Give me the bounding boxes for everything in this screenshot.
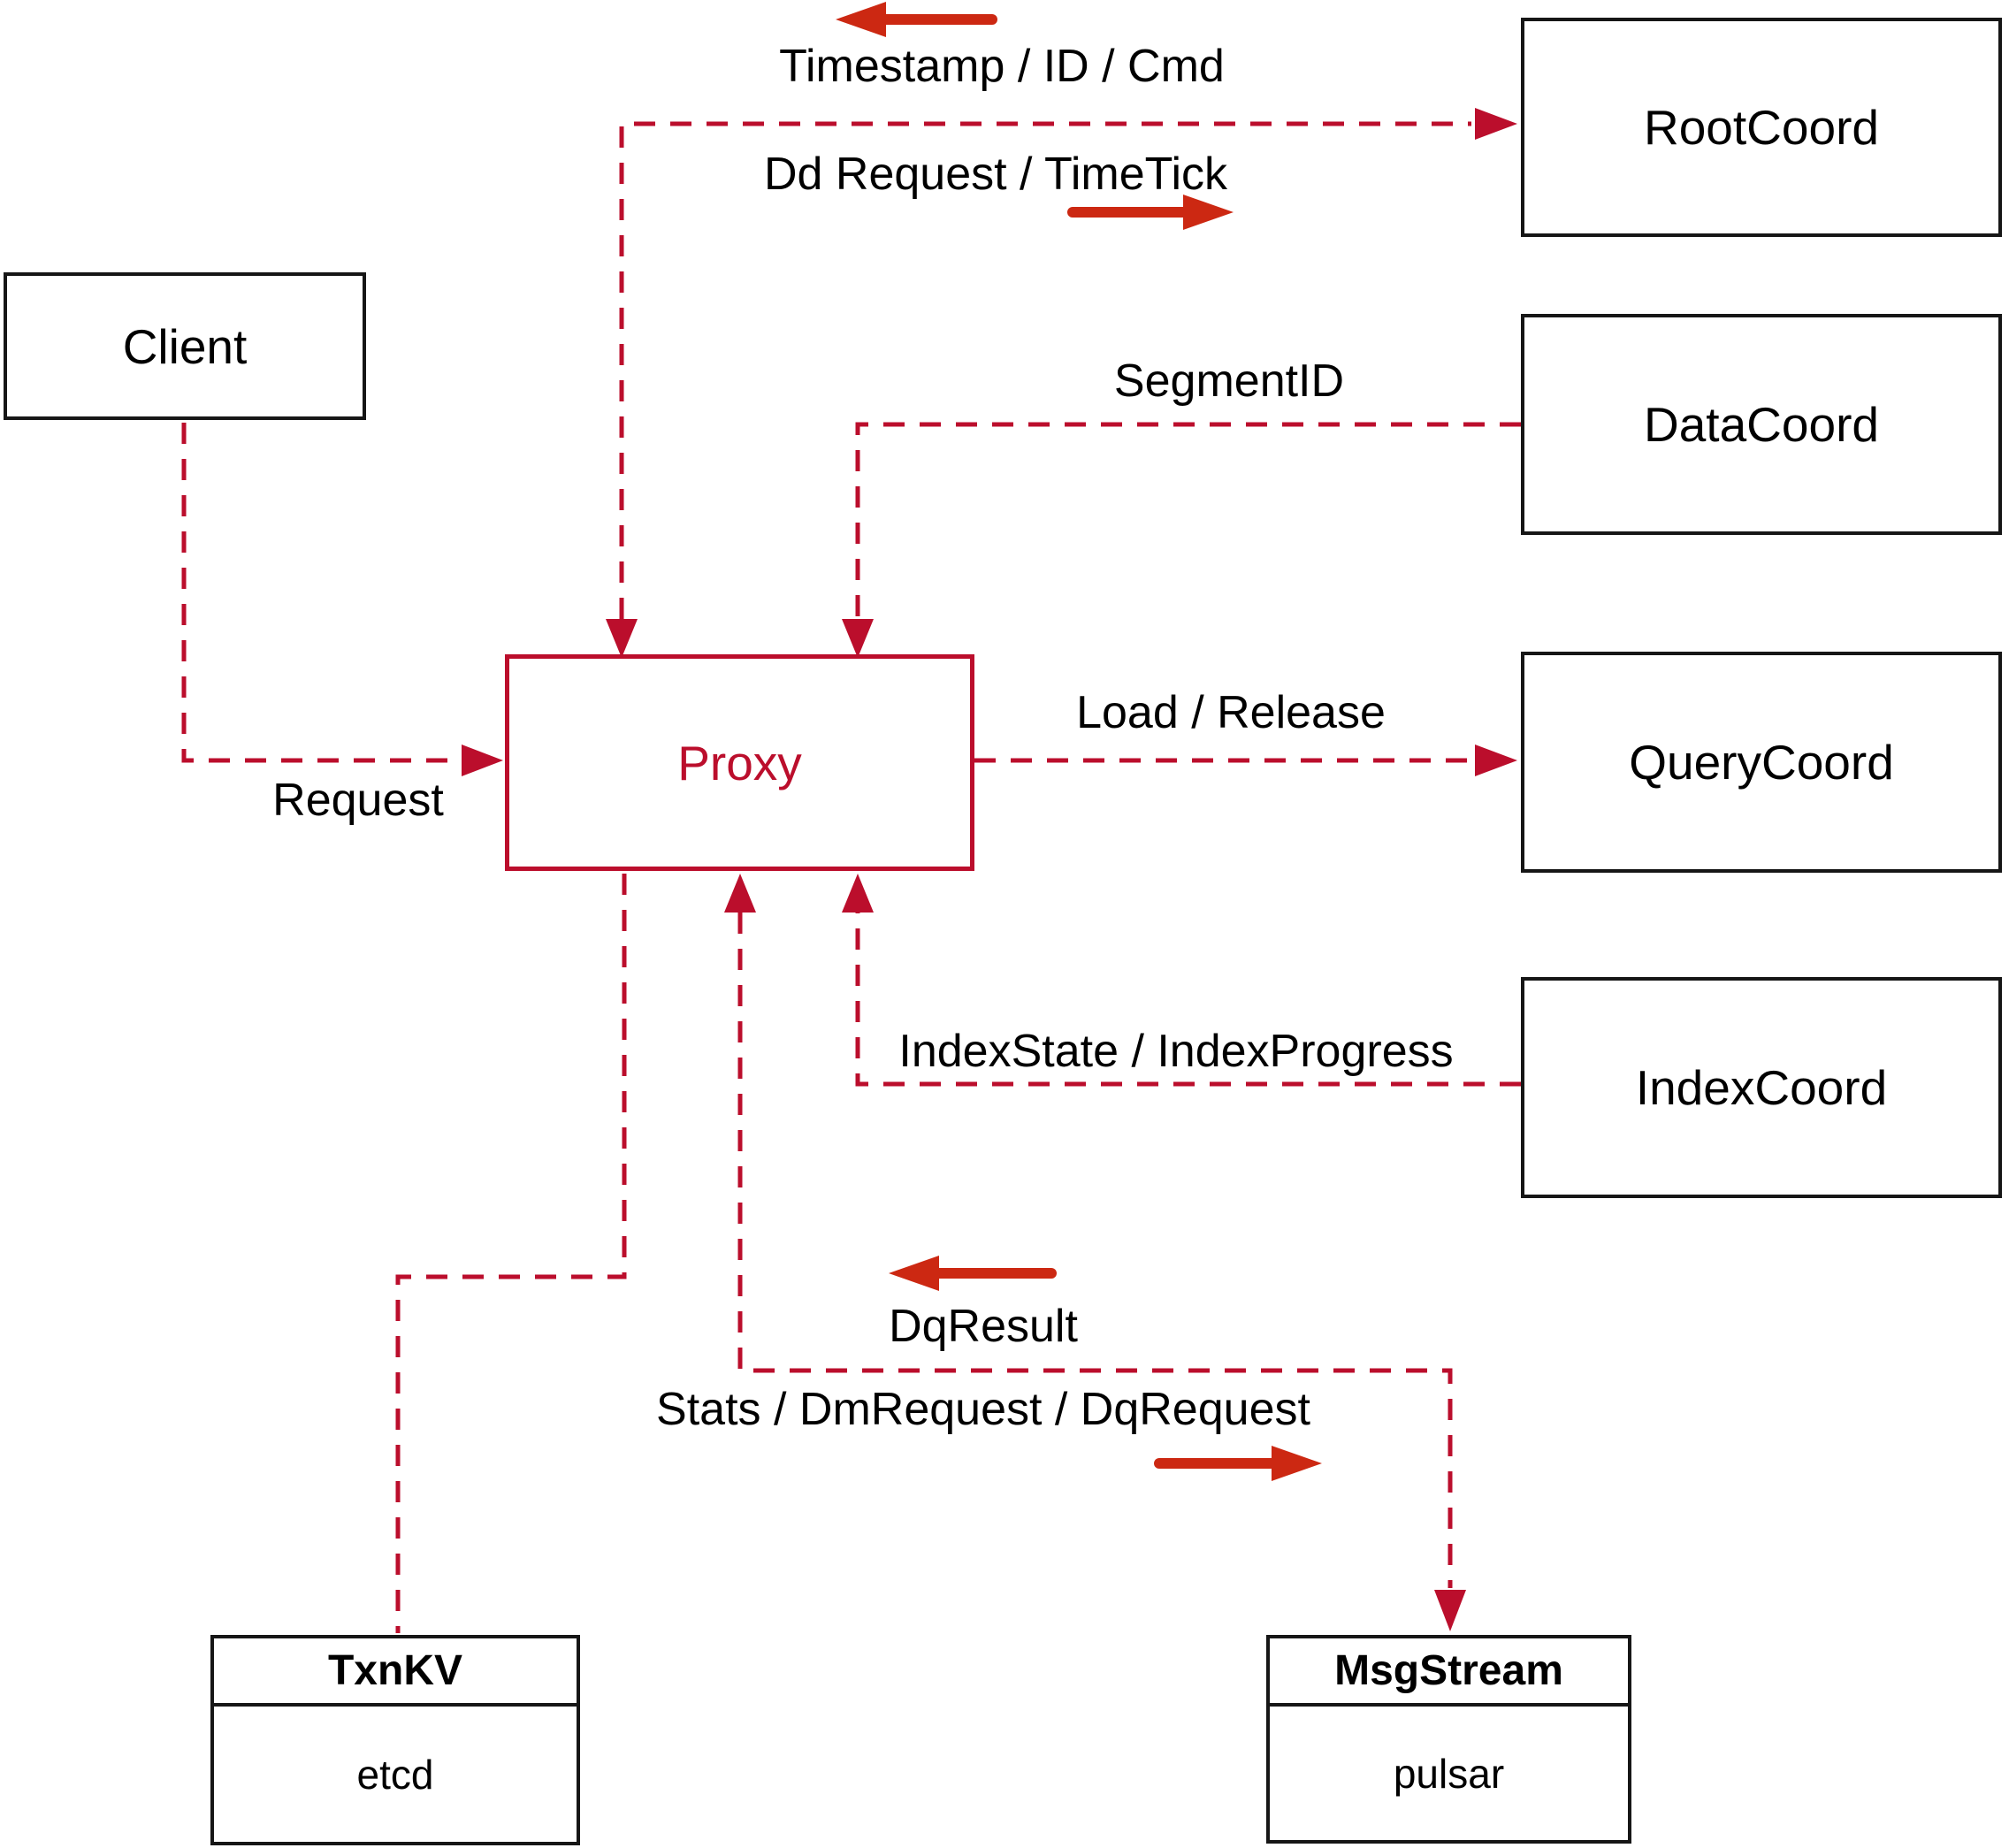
node-txnkv: TxnKV etcd	[210, 1635, 580, 1845]
arrowhead-up-into-proxy-icon	[724, 874, 756, 913]
edge-label-dd-request-timetick: Dd Request / TimeTick	[763, 149, 1228, 200]
arrowhead-right-into-proxy-icon	[462, 745, 503, 776]
right-direction-arrow-icon	[1154, 1446, 1322, 1481]
node-client: Client	[4, 272, 366, 420]
arrowhead-down-into-proxy-icon	[842, 619, 874, 658]
edge-indexcoord-proxy	[855, 913, 1521, 1087]
left-direction-arrow-icon	[889, 1256, 1057, 1291]
node-proxy: Proxy	[505, 654, 974, 871]
node-msgstream: MsgStream pulsar	[1266, 1635, 1631, 1844]
edge-label-stats-dmrequest-dqrequest: Stats / DmRequest / DqRequest	[656, 1384, 1310, 1435]
node-rootcoord: RootCoord	[1521, 18, 2002, 237]
node-indexcoord: IndexCoord	[1521, 977, 2002, 1198]
edge-label-request: Request	[272, 775, 444, 826]
edge-label-indexstate-indexprogress: IndexState / IndexProgress	[898, 1026, 1454, 1077]
edge-label-segmentid: SegmentID	[1113, 355, 1345, 407]
node-querycoord: QueryCoord	[1521, 652, 2002, 873]
msgstream-title: MsgStream	[1270, 1638, 1628, 1707]
node-datacoord: DataCoord	[1521, 314, 2002, 535]
txnkv-title: TxnKV	[214, 1638, 577, 1707]
left-direction-arrow-icon	[836, 2, 997, 37]
txnkv-subtitle: etcd	[356, 1751, 434, 1798]
edge-proxy-msgstream	[737, 913, 1453, 1588]
edge-label-dqresult: DqResult	[889, 1301, 1078, 1352]
right-direction-arrow-icon	[1067, 195, 1234, 230]
edge-client-proxy	[181, 423, 460, 763]
edge-label-timestamp-id-cmd: Timestamp / ID / Cmd	[779, 41, 1225, 92]
arrowhead-down-into-msgstream-icon	[1434, 1590, 1466, 1631]
msgstream-subtitle: pulsar	[1393, 1750, 1505, 1797]
edge-proxy-rootcoord	[619, 121, 1471, 619]
arrowhead-down-into-proxy-icon	[606, 619, 638, 658]
arrowhead-right-into-rootcoord-icon	[1475, 108, 1517, 140]
arrowhead-right-into-querycoord-icon	[1475, 745, 1517, 776]
edge-datacoord-proxy	[855, 422, 1521, 619]
edge-label-load-release: Load / Release	[1076, 687, 1386, 738]
arrowhead-up-into-proxy-icon	[842, 874, 874, 913]
edge-proxy-txnkv	[395, 874, 627, 1633]
